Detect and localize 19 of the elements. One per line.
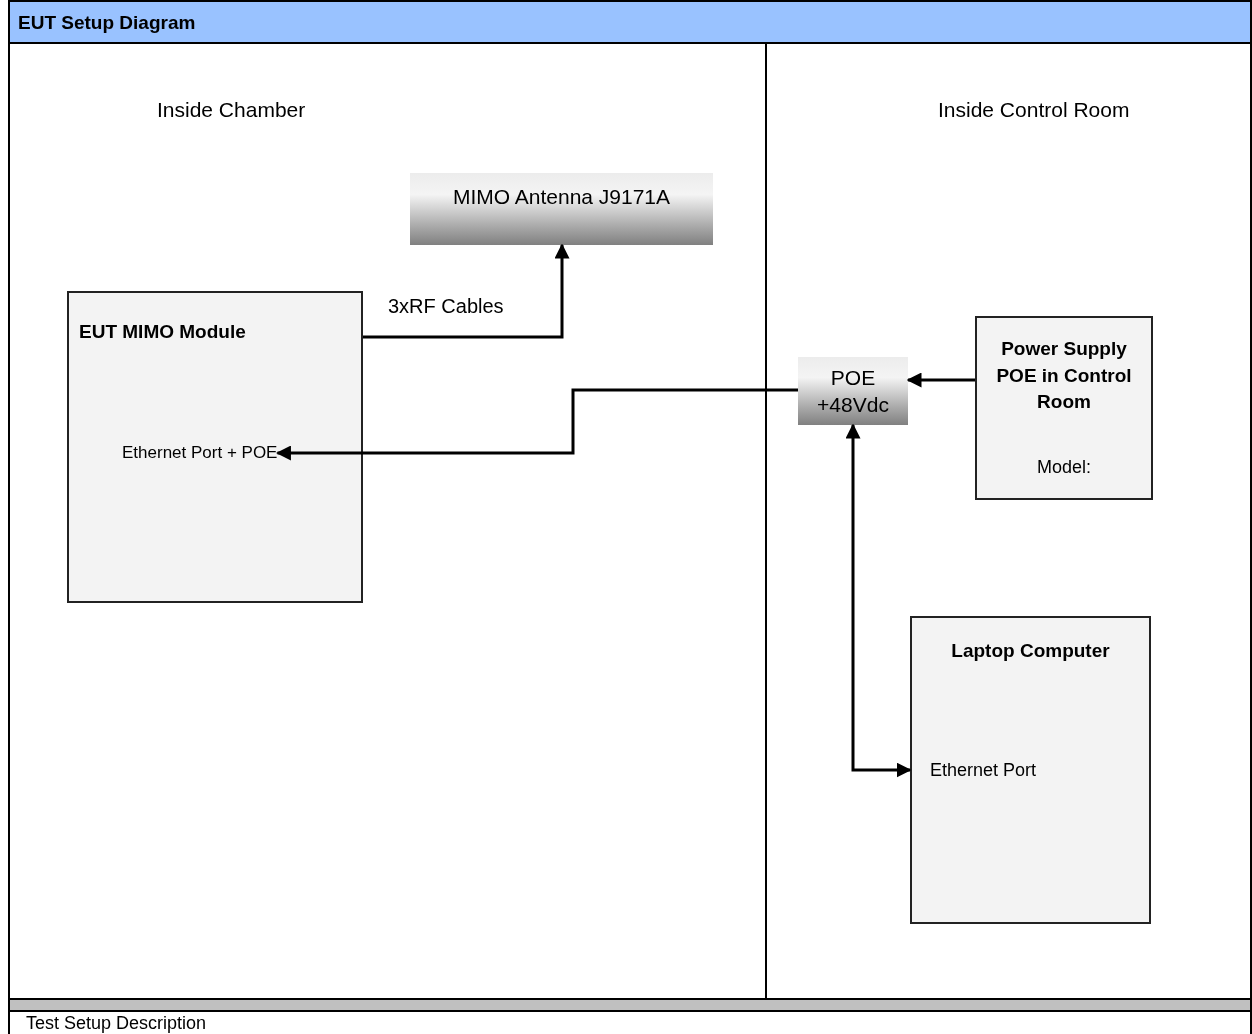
box-text: Model:: [1036, 456, 1092, 479]
area-heading: Inside Control Room: [938, 98, 1130, 122]
box-heading: Power Supply POE in Control Room: [995, 337, 1133, 415]
port-label: Ethernet Port + POE: [122, 441, 278, 465]
connector-arrow: [363, 243, 570, 339]
connector-arrow: [906, 372, 975, 388]
box-heading: EUT MIMO Module: [79, 320, 246, 344]
equipment-box: [910, 616, 1151, 924]
area-heading: Inside Chamber: [157, 98, 306, 122]
equipment-box: [975, 316, 1153, 500]
box-text: Ethernet Port: [930, 759, 1037, 782]
caption: Test Setup Description: [10, 998, 1250, 1033]
device-box: MIMO Antenna J9171A: [410, 173, 713, 245]
device-box: POE +48Vdc: [798, 357, 908, 425]
diagram-title: EUT Setup Diagram: [10, 2, 1250, 44]
box-heading: Laptop Computer: [950, 639, 1111, 663]
connector-arrow: [845, 423, 912, 778]
connector-arrow: [275, 388, 798, 461]
equipment-box: [67, 291, 363, 603]
